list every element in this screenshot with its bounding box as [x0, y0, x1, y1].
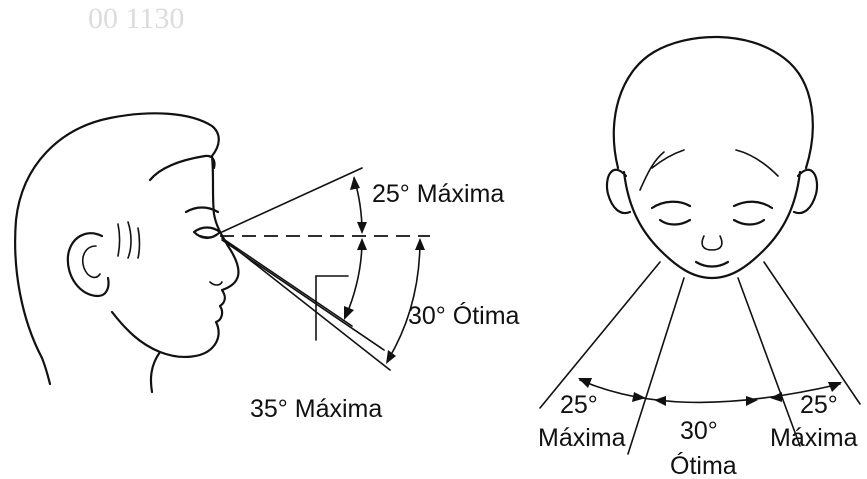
- front-center-type: Ótima: [670, 451, 737, 479]
- front-left-angle: 25°: [560, 391, 598, 419]
- front-view-head: [607, 37, 817, 278]
- upper-limit-label: 25° Máxima: [372, 180, 504, 208]
- lower-limit-label: 35° Máxima: [250, 395, 382, 423]
- front-center-angle: 30°: [680, 417, 718, 445]
- front-right-type: Máxima: [770, 424, 858, 452]
- optimal-angle-label: 30° Ótima: [408, 301, 520, 330]
- front-right-angle: 25°: [800, 391, 838, 419]
- front-left-type: Máxima: [538, 424, 626, 452]
- watermark-text: 00 1130: [88, 2, 184, 35]
- side-view-head: [15, 113, 238, 392]
